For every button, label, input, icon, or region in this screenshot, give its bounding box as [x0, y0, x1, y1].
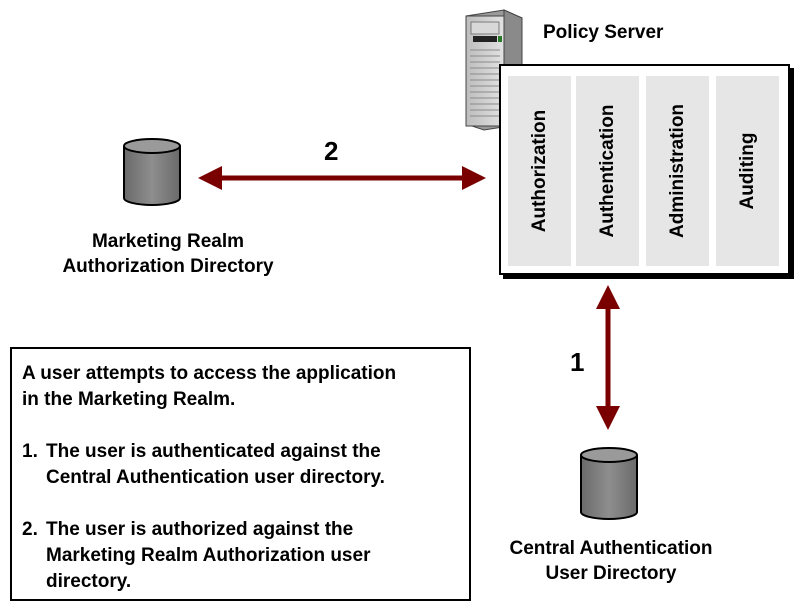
step-2-number: 2. — [22, 519, 38, 540]
marketing-database-icon — [123, 138, 181, 206]
central-directory-line1: Central Authentication — [509, 538, 713, 559]
step-2-line2: Marketing Realm Authorization user — [46, 545, 371, 566]
arrow-label-2: 2 — [324, 136, 339, 166]
step-2-line1: The user is authorized against the — [46, 519, 354, 540]
column-label: Administration — [666, 103, 688, 239]
marketing-directory-line2: Authorization Directory — [62, 256, 274, 277]
column-auditing: Auditing — [716, 76, 779, 266]
marketing-directory-label: Marketing Realm Authorization Directory — [18, 229, 318, 279]
column-label: Authorization — [528, 109, 550, 233]
step-1-line2: Central Authentication user directory. — [46, 467, 385, 488]
step-2-line3: directory. — [46, 571, 132, 592]
step-1: 1. The user is authenticated against the… — [22, 439, 459, 491]
intro-line1: A user attempts to access the applicatio… — [22, 363, 397, 384]
step-2: 2. The user is authorized against the Ma… — [22, 517, 459, 595]
central-directory-label: Central Authentication User Directory — [461, 536, 761, 586]
column-label: Auditing — [736, 132, 758, 210]
server-tower-icon — [465, 9, 523, 131]
arrow-label-1: 1 — [570, 347, 585, 377]
central-arrow — [596, 285, 620, 430]
column-administration: Administration — [646, 76, 709, 266]
column-label: Authentication — [596, 104, 618, 238]
marketing-arrow — [198, 166, 486, 190]
info-box: A user attempts to access the applicatio… — [10, 347, 471, 601]
step-1-number: 1. — [22, 441, 38, 462]
marketing-directory-line1: Marketing Realm — [91, 231, 245, 252]
column-authentication: Authentication — [576, 76, 639, 266]
policy-server-title: Policy Server — [543, 22, 664, 43]
policy-server-panel: Authorization Authentication Administrat… — [499, 64, 790, 275]
step-1-line1: The user is authenticated against the — [46, 441, 381, 462]
column-authorization: Authorization — [508, 76, 571, 266]
central-directory-line2: User Directory — [545, 563, 677, 584]
central-database-icon — [580, 447, 638, 520]
intro-line2: in the Marketing Realm. — [22, 389, 236, 410]
